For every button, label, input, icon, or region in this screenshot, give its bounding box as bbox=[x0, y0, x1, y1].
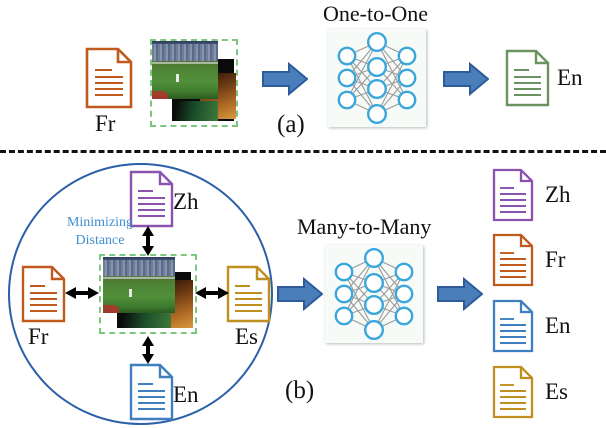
panel-a-input-document-fr bbox=[85, 47, 133, 109]
minimizing-distance-line-2: Distance bbox=[75, 233, 125, 249]
panel-b-output-document-fr-label: Fr bbox=[545, 247, 566, 272]
panel-b-neural-network bbox=[325, 245, 423, 343]
player-figure bbox=[129, 289, 132, 297]
panel-b-circle-document-es-label: Es bbox=[235, 324, 258, 349]
panel-b-image-dashed-highlight bbox=[99, 254, 197, 334]
panel-b-circle-document-en bbox=[129, 363, 174, 421]
minimizing-distance-line-1: Minimizing bbox=[66, 215, 134, 230]
panel-b-output-document-es-label: Es bbox=[545, 379, 568, 404]
panel-a-image-dashed-highlight bbox=[150, 39, 238, 127]
panel-a-image-group bbox=[150, 39, 238, 127]
field-line bbox=[103, 277, 175, 279]
panel-a-input-document-label: Fr bbox=[95, 111, 116, 136]
image-back-green bbox=[123, 310, 171, 328]
panel-a-output-document-label: En bbox=[557, 65, 583, 90]
panel-b-output-document-es bbox=[492, 365, 534, 419]
panel-b-circle-document-fr bbox=[21, 265, 66, 323]
panel-b-output-document-fr bbox=[492, 233, 534, 287]
panel-b-bidirectional-arrow-right bbox=[195, 285, 229, 301]
panel-a-caption: (a) bbox=[277, 111, 305, 138]
panel-b-circle-document-en-label: En bbox=[173, 382, 199, 407]
panel-a-output-document-en bbox=[505, 49, 550, 107]
panel-b-circle-document-zh-label: Zh bbox=[173, 189, 199, 214]
panel-a-neural-network bbox=[328, 29, 426, 127]
image-baseball-field bbox=[152, 41, 218, 99]
panel-b-circle-document-fr-label: Fr bbox=[28, 324, 49, 349]
panel-b-output-document-en-label: En bbox=[545, 313, 571, 338]
panel-b-output-document-zh-label: Zh bbox=[545, 182, 571, 207]
panel-b-output-document-zh bbox=[492, 168, 534, 222]
foreground-red bbox=[103, 305, 119, 313]
panel-divider bbox=[0, 150, 606, 153]
panel-b-alignment-circle bbox=[8, 163, 273, 425]
panel-a-arrow-into-network bbox=[262, 62, 308, 96]
panel-b-circle-document-zh bbox=[129, 170, 174, 228]
panel-b-minimizing-distance-label: Minimizing Distance bbox=[53, 214, 147, 251]
panel-a-arrow-out-of-network bbox=[443, 62, 489, 96]
panel-b-bidirectional-arrow-bottom bbox=[140, 336, 156, 364]
panel-b-circle-document-es bbox=[226, 265, 271, 323]
panel-b-caption: (b) bbox=[285, 377, 315, 404]
panel-b-output-document-en bbox=[492, 299, 534, 353]
crowd-band bbox=[152, 44, 218, 61]
panel-b-bidirectional-arrow-left bbox=[65, 285, 99, 301]
panel-b-image-group bbox=[99, 254, 197, 334]
image-baseball-field bbox=[103, 257, 175, 313]
panel-a-title: One-to-One bbox=[323, 1, 429, 26]
crowd-band bbox=[103, 260, 175, 276]
foreground-red bbox=[152, 91, 168, 99]
player-figure bbox=[176, 74, 179, 82]
image-back-green bbox=[176, 101, 218, 121]
panel-b-bidirectional-arrow-top bbox=[140, 226, 156, 256]
panel-b-title: Many-to-Many bbox=[297, 214, 432, 239]
panel-b-arrow-into-network bbox=[277, 277, 323, 311]
field-line bbox=[152, 62, 218, 64]
panel-b-arrow-out-of-network bbox=[437, 277, 483, 311]
